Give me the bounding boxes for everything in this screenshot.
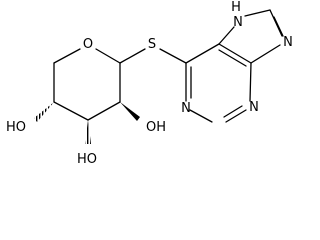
bond-n1-c2 bbox=[189, 109, 213, 123]
bond-c1-s bbox=[119, 48, 146, 64]
hatched-bond-c4-oh bbox=[34, 102, 54, 122]
hydroxyl-c3-label: HO bbox=[77, 152, 97, 167]
bond-c8-n9 bbox=[269, 9, 283, 37]
hydroxyl-c2-label: OH bbox=[146, 120, 166, 135]
bond-c4-c5-double bbox=[218, 49, 247, 67]
ring-oxygen-label: O bbox=[83, 37, 93, 52]
n1-label: N bbox=[181, 101, 191, 116]
bond-c5-o bbox=[53, 48, 81, 64]
n7-label: N bbox=[233, 15, 243, 30]
bond-c5-n7 bbox=[218, 26, 235, 45]
n3-label: N bbox=[249, 100, 259, 115]
bond-c8-n9-double bbox=[273, 16, 284, 37]
bond-c6-c5 bbox=[185, 43, 220, 64]
hatched-bond-c3-oh bbox=[85, 120, 91, 144]
bond-n9-c4 bbox=[250, 44, 281, 64]
bond-n7-c8 bbox=[244, 9, 271, 17]
wedge-bond-c2-oh bbox=[120, 102, 140, 121]
bond-c2-c3 bbox=[87, 101, 121, 121]
bond-s-c6 bbox=[159, 48, 187, 64]
n9-label: N bbox=[283, 35, 293, 50]
hydroxyl-c4-label: HO bbox=[6, 120, 26, 135]
bond-c2-n3-double bbox=[223, 105, 243, 118]
sulfur-label: S bbox=[148, 37, 156, 52]
bond-c2-n3 bbox=[225, 109, 247, 123]
bond-c4-c5 bbox=[218, 43, 252, 64]
bond-n3-c4 bbox=[249, 62, 252, 102]
n7-hydrogen-label: H bbox=[231, 0, 241, 15]
bond-o-c1 bbox=[95, 48, 121, 64]
bond-c3-c4 bbox=[53, 101, 89, 121]
molecule-structure: O S H N N N N HO OH HO bbox=[6, 0, 293, 167]
